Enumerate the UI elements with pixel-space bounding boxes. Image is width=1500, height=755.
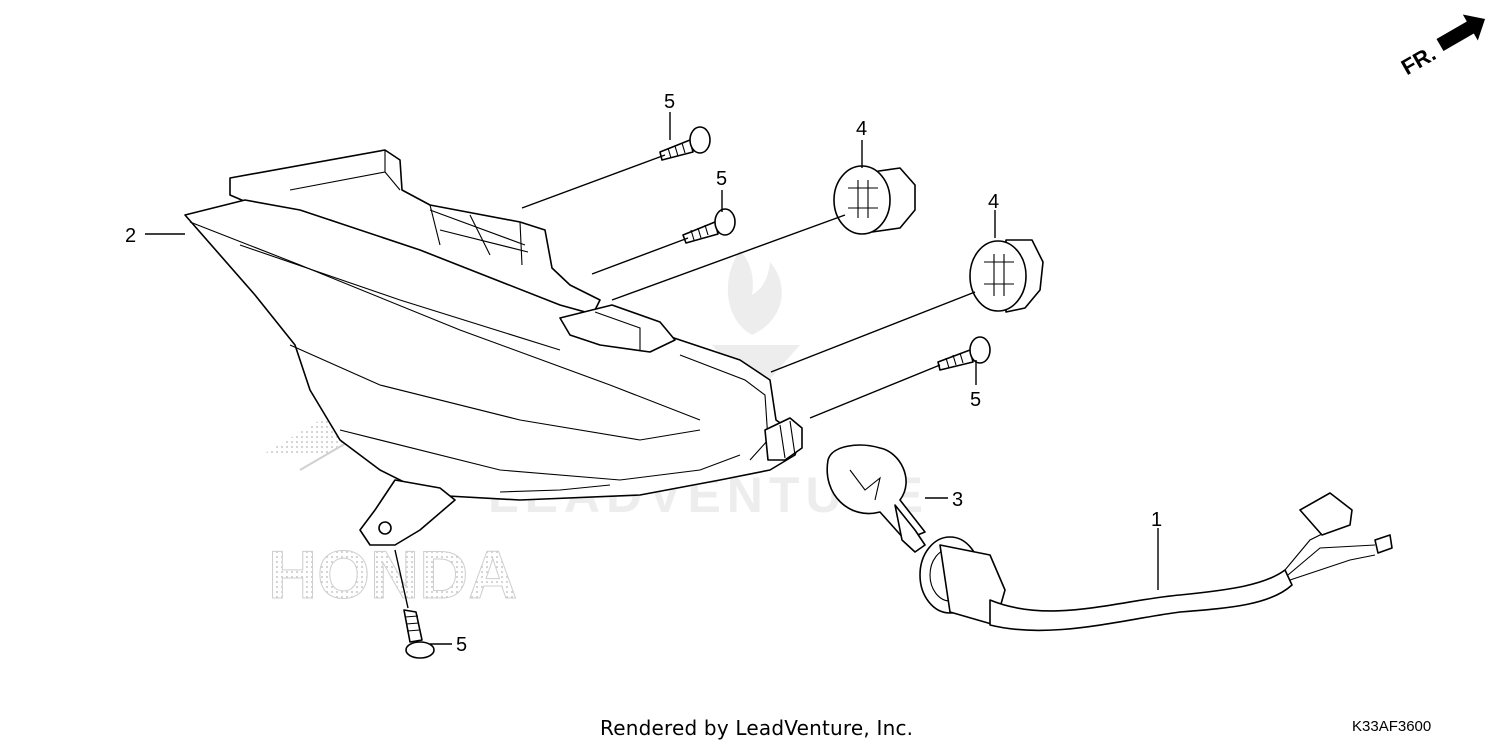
callout-bulb: 3 — [952, 489, 963, 511]
honda-wordmark: HONDA — [268, 537, 517, 613]
leader-lines — [145, 112, 1159, 645]
callout-wire-harness: 1 — [1151, 509, 1162, 531]
callout-taillight-assembly: 2 — [125, 225, 136, 247]
wire-harness — [919, 492, 1393, 632]
callout-screw-top: 5 — [664, 91, 675, 113]
rendered-by-credit: Rendered by LeadVenture, Inc. — [600, 716, 914, 740]
taillight-assembly — [184, 149, 803, 546]
callout-grommet-lower: 4 — [988, 191, 999, 213]
grommet-upper — [833, 165, 916, 235]
callout-screw-middle: 5 — [716, 168, 727, 190]
callout-screw-bottom: 5 — [456, 634, 467, 656]
callout-screw-right: 5 — [970, 389, 981, 411]
arrow-right-icon — [1436, 14, 1486, 52]
bulb — [826, 444, 926, 553]
diagram-code: K33AF3600 — [1352, 718, 1432, 735]
screw-top — [659, 126, 711, 161]
callout-grommet-upper: 4 — [856, 118, 867, 140]
front-direction-label: FR. — [1397, 41, 1440, 80]
front-direction-marker: FR. — [1397, 14, 1486, 80]
grommet-lower — [969, 239, 1044, 313]
screw-middle — [682, 208, 736, 244]
screw-bottom — [403, 609, 435, 659]
screw-right — [937, 336, 991, 371]
